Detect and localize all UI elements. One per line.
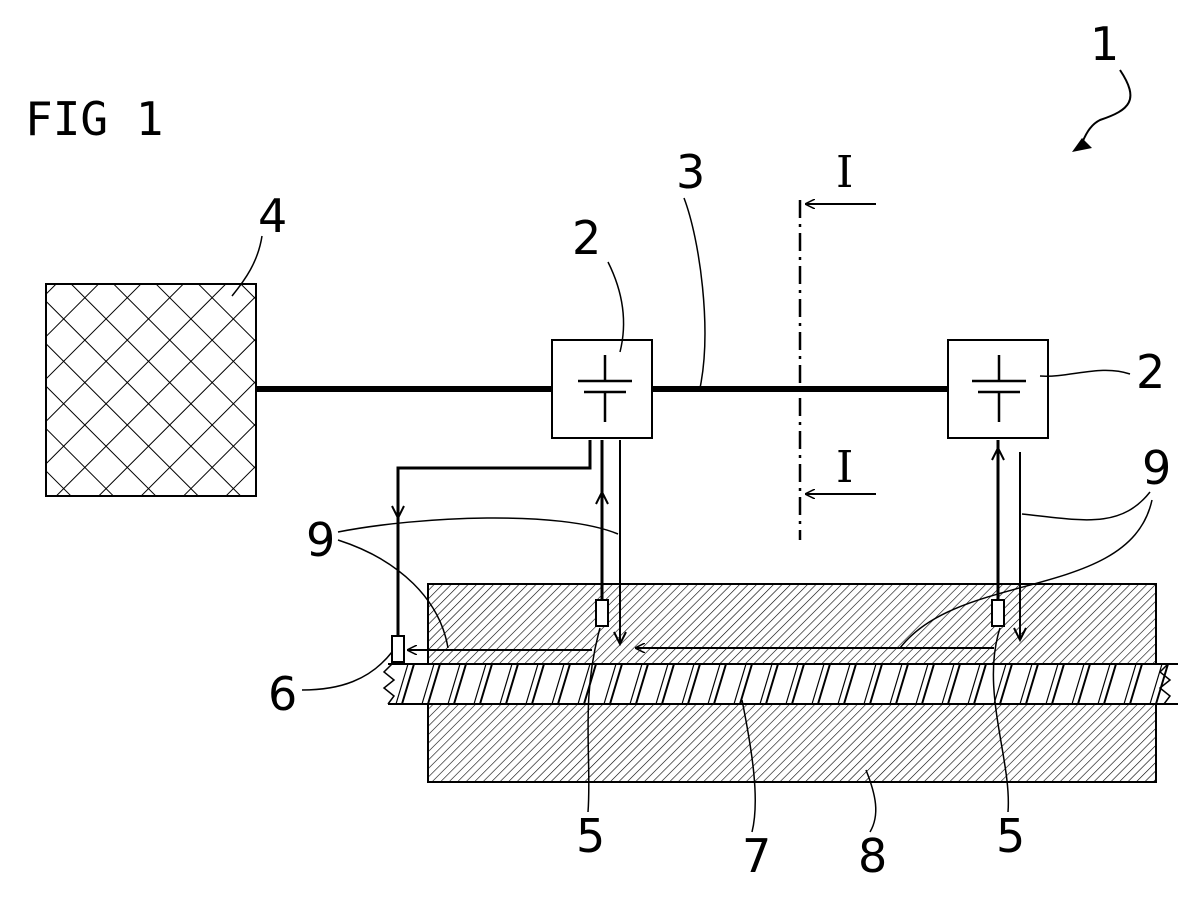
housing-upper [428,584,1156,664]
figure-title: FIG 1 [25,92,163,146]
label-line: 3 [676,145,705,199]
label-sensor-left: 5 [576,809,605,863]
leader-line [684,198,705,388]
block-4 [46,284,256,496]
section-marker-bottom: I [836,442,853,493]
unit-2-right [948,340,1048,438]
leader-signal-right-1 [1022,492,1150,520]
label-signal-right: 9 [1142,441,1171,495]
leader-signal-left-1 [338,518,618,534]
unit-2-left [552,340,652,438]
label-rod: 7 [742,829,771,883]
label-block: 4 [258,189,287,243]
label-housing: 8 [858,829,887,883]
label-unit-left: 2 [572,211,601,265]
housing-lower [428,704,1156,782]
leader-unit-right [1040,370,1130,376]
label-system: 1 [1090,17,1119,71]
leader-end-sensor [302,652,392,690]
sensor-5-right [992,600,1004,626]
wire-unit-left-to-end-sensor [398,440,590,520]
sensor-6 [392,636,404,662]
label-sensor-right: 5 [996,809,1025,863]
label-signal-left: 9 [306,513,335,567]
system-pointer [1080,70,1130,148]
leader-unit-left [608,262,624,352]
sensor-5-left [596,600,608,626]
section-marker-top: I [836,147,853,198]
label-end-sensor: 6 [268,667,297,721]
system-arrowhead [1072,138,1092,152]
label-unit-right: 2 [1136,345,1165,399]
